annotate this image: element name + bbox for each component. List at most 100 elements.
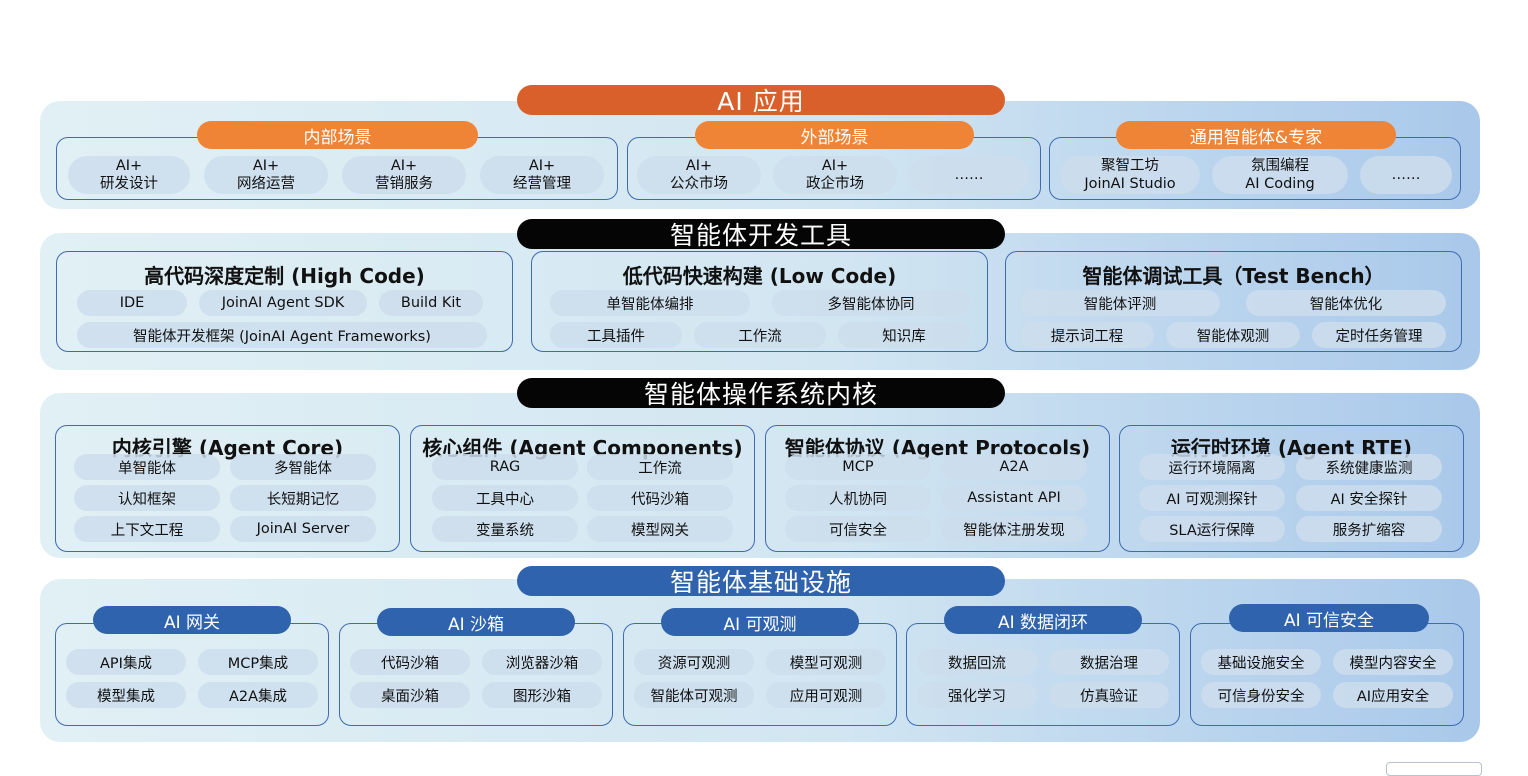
banner-agent-infrastructure: 智能体基础设施 xyxy=(517,566,1005,597)
pill-line2: AI Coding xyxy=(1245,176,1315,192)
pill-trusted-security: 可信安全 xyxy=(785,516,931,542)
pill-multi-agent-collab: 多智能体协同 xyxy=(772,290,970,316)
pill-data-backflow: 数据回流 xyxy=(917,649,1037,675)
pill-desktop-sandbox: 桌面沙箱 xyxy=(350,682,470,708)
pill-ai-rd-design: AI+ 研发设计 xyxy=(68,156,190,194)
pill-single-agent-orchestration: 单智能体编排 xyxy=(550,290,750,316)
subtitle-ai-gateway: AI 网关 xyxy=(93,606,291,634)
pill-prompt-engineering: 提示词工程 xyxy=(1020,322,1154,348)
pill-infra-security: 基础设施安全 xyxy=(1201,649,1321,675)
pill-simulation-validation: 仿真验证 xyxy=(1049,682,1169,708)
subtitle-internal-scenarios: 内部场景 xyxy=(197,121,478,149)
pill-line2: 公众市场 xyxy=(670,176,728,192)
pill-model-integration: 模型集成 xyxy=(66,682,186,708)
pill-mcp-integration: MCP集成 xyxy=(198,649,318,675)
pill-line2: 政企市场 xyxy=(806,176,864,192)
pill-line1: 氛围编程 xyxy=(1251,158,1309,174)
pill-long-short-memory: 长短期记忆 xyxy=(230,485,376,511)
pill-line1: AI+ xyxy=(252,158,280,174)
pill-identity-security: 可信身份安全 xyxy=(1201,682,1321,708)
pill-line1: AI+ xyxy=(528,158,556,174)
pill-line2: 经营管理 xyxy=(513,176,571,192)
pill-service-scaling: 服务扩缩容 xyxy=(1296,516,1442,542)
pill-ai-security-probe: AI 安全探针 xyxy=(1296,485,1442,511)
pill-general-more: …… xyxy=(1360,156,1452,194)
group-test-bench: 智能体调试工具（Test Bench） xyxy=(1005,251,1462,352)
pill-browser-sandbox: 浏览器沙箱 xyxy=(482,649,602,675)
pill-tool-plugins: 工具插件 xyxy=(550,322,682,348)
pill-single-agent: 单智能体 xyxy=(74,454,220,480)
pill-health-monitoring: 系统健康监测 xyxy=(1296,454,1442,480)
pill-agent-registry: 智能体注册发现 xyxy=(941,516,1087,542)
pill-reinforcement-learning: 强化学习 xyxy=(917,682,1037,708)
pill-line1: …… xyxy=(954,167,984,183)
pill-line1: …… xyxy=(1391,167,1421,183)
pill-line2: 网络运营 xyxy=(237,176,295,192)
pill-rag: RAG xyxy=(432,454,578,480)
subtitle-ai-trusted-security: AI 可信安全 xyxy=(1229,604,1429,632)
pill-build-kit: Build Kit xyxy=(379,290,483,316)
pill-assistant-api: Assistant API xyxy=(941,485,1087,511)
pill-ide: IDE xyxy=(77,290,187,316)
subtitle-general-agents: 通用智能体&专家 xyxy=(1116,121,1396,149)
group-low-code: 低代码快速构建 (Low Code) xyxy=(531,251,988,352)
group-title: 高代码深度定制 (High Code) xyxy=(144,264,425,288)
pill-line1: AI+ xyxy=(390,158,418,174)
pill-model-gateway: 模型网关 xyxy=(587,516,733,542)
pill-cognitive-framework: 认知框架 xyxy=(74,485,220,511)
banner-ai-applications: AI 应用 xyxy=(517,85,1005,116)
pill-line1: 聚智工坊 xyxy=(1101,158,1159,174)
pill-workflow: 工作流 xyxy=(587,454,733,480)
corner-tab xyxy=(1386,762,1482,776)
pill-joinai-studio: 聚智工坊 JoinAI Studio xyxy=(1060,156,1200,194)
pill-line1: AI+ xyxy=(685,158,713,174)
pill-knowledge-base: 知识库 xyxy=(838,322,970,348)
pill-line2: 研发设计 xyxy=(100,176,158,192)
pill-agent-observability: 智能体可观测 xyxy=(634,682,754,708)
pill-ai-public-market: AI+ 公众市场 xyxy=(637,156,761,194)
subtitle-ai-data-loop: AI 数据闭环 xyxy=(944,606,1142,634)
pill-resource-observability: 资源可观测 xyxy=(634,649,754,675)
pill-tool-center: 工具中心 xyxy=(432,485,578,511)
pill-line2: JoinAI Studio xyxy=(1084,176,1176,192)
pill-human-machine-collab: 人机协同 xyxy=(785,485,931,511)
pill-workflow: 工作流 xyxy=(694,322,826,348)
group-title: 低代码快速构建 (Low Code) xyxy=(622,264,897,288)
pill-agent-observation: 智能体观测 xyxy=(1166,322,1300,348)
pill-agent-frameworks: 智能体开发框架 (JoinAI Agent Frameworks) xyxy=(77,322,487,348)
pill-variable-system: 变量系统 xyxy=(432,516,578,542)
pill-code-sandbox: 代码沙箱 xyxy=(350,649,470,675)
pill-context-engineering: 上下文工程 xyxy=(74,516,220,542)
pill-ai-observability-probe: AI 可观测探针 xyxy=(1139,485,1285,511)
pill-ai-coding: 氛围编程 AI Coding xyxy=(1212,156,1348,194)
pill-agent-evaluation: 智能体评测 xyxy=(1020,290,1220,316)
pill-joinai-server: JoinAI Server xyxy=(230,516,376,542)
pill-ai-marketing-service: AI+ 营销服务 xyxy=(342,156,466,194)
pill-scheduled-tasks: 定时任务管理 xyxy=(1312,322,1446,348)
pill-agent-optimization: 智能体优化 xyxy=(1246,290,1446,316)
pill-line1: AI+ xyxy=(115,158,143,174)
pill-app-observability: 应用可观测 xyxy=(766,682,886,708)
subtitle-external-scenarios: 外部场景 xyxy=(695,121,974,149)
pill-multi-agent: 多智能体 xyxy=(230,454,376,480)
pill-a2a-integration: A2A集成 xyxy=(198,682,318,708)
pill-model-content-security: 模型内容安全 xyxy=(1333,649,1453,675)
pill-data-governance: 数据治理 xyxy=(1049,649,1169,675)
pill-line1: AI+ xyxy=(821,158,849,174)
pill-a2a: A2A xyxy=(941,454,1087,480)
pill-ai-app-security: AI应用安全 xyxy=(1333,682,1453,708)
banner-agent-os-kernel: 智能体操作系统内核 xyxy=(517,378,1005,409)
pill-mcp: MCP xyxy=(785,454,931,480)
banner-agent-dev-tools: 智能体开发工具 xyxy=(517,219,1005,250)
pill-ai-network-ops: AI+ 网络运营 xyxy=(204,156,328,194)
pill-runtime-isolation: 运行环境隔离 xyxy=(1139,454,1285,480)
pill-external-more: …… xyxy=(909,156,1029,194)
pill-code-sandbox: 代码沙箱 xyxy=(587,485,733,511)
pill-sla-guarantee: SLA运行保障 xyxy=(1139,516,1285,542)
pill-line2: 营销服务 xyxy=(375,176,433,192)
pill-joinai-agent-sdk: JoinAI Agent SDK xyxy=(199,290,367,316)
group-high-code: 高代码深度定制 (High Code) xyxy=(56,251,513,352)
subtitle-ai-observability: AI 可观测 xyxy=(661,608,859,636)
subtitle-ai-sandbox: AI 沙箱 xyxy=(377,608,575,636)
pill-ai-gov-enterprise: AI+ 政企市场 xyxy=(773,156,897,194)
